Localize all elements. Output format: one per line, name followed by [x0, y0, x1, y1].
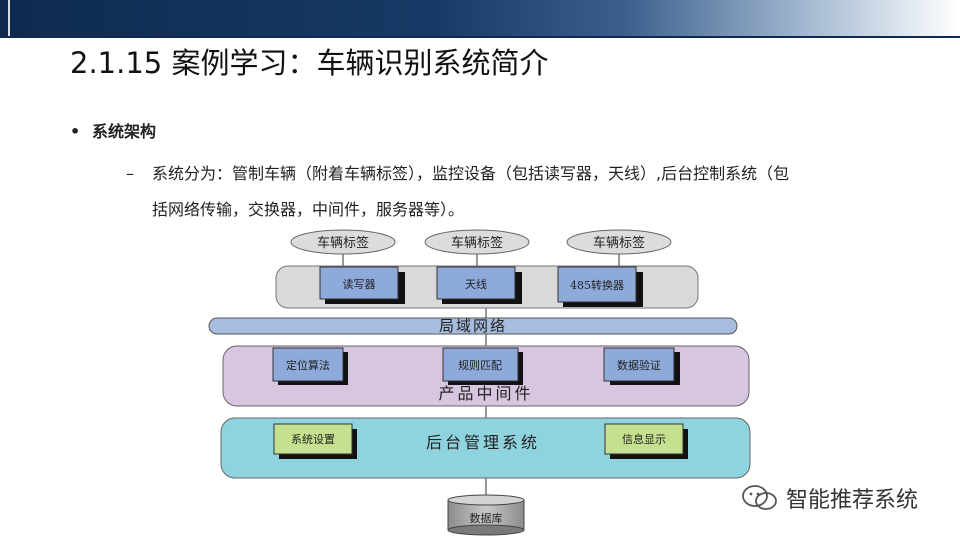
- middleware-boxes: 定位算法 规则匹配 数据验证: [272, 347, 680, 385]
- middleware-label-3: 数据验证: [617, 358, 661, 372]
- vehicle-tag-label-2: 车辆标签: [451, 235, 503, 251]
- backend-label: 后台管理系统: [426, 433, 540, 452]
- wechat-icon: [742, 485, 777, 510]
- vehicle-tag-label-3: 车辆标签: [593, 235, 645, 251]
- middleware-box-3: [603, 347, 675, 382]
- connector-lines: [342, 254, 620, 496]
- device-label-3: 485转换器: [570, 278, 624, 292]
- bullet-dot: •: [70, 122, 81, 141]
- bullet-text: 系统架构: [92, 122, 157, 141]
- backend-label-1: 系统设置: [291, 433, 335, 446]
- middleware-box-2: [442, 347, 519, 382]
- device-label-2: 天线: [465, 277, 487, 291]
- network-label: 局域网络: [439, 317, 507, 335]
- backend-label-2: 信息显示: [622, 432, 666, 446]
- vehicle-tag-label-1: 车辆标签: [317, 235, 369, 251]
- middleware-label-1: 定位算法: [286, 358, 330, 372]
- middleware-label-2: 规则匹配: [458, 358, 502, 372]
- device-box-3: [557, 266, 637, 303]
- bullet-item: • 系统架构: [70, 118, 156, 142]
- header-accent: [8, 0, 10, 36]
- header-divider: [0, 36, 960, 38]
- backend-boxes: 系统设置 信息显示: [273, 423, 688, 459]
- middleware-label: 产品中间件: [438, 384, 533, 403]
- sub-bullet-line-1: 系统分为：管制车辆（附着车辆标签），监控设备（包括读写器，天线）,后台控制系统（…: [152, 164, 790, 183]
- backend-box-1: [273, 423, 353, 455]
- sub-bullet-line-2: 括网络传输，交换器，中间件，服务器等）。: [152, 200, 465, 219]
- slide-title: 2.1.15 案例学习：车辆识别系统简介: [70, 46, 549, 80]
- device-box-1: [319, 266, 399, 300]
- vehicle-tag-2: [424, 229, 530, 255]
- vehicle-tag-1: [290, 229, 396, 255]
- backend-box-2: [604, 423, 684, 455]
- device-boxes: 读写器 天线 485转换器: [319, 266, 643, 307]
- middleware-box-1: [272, 347, 344, 382]
- network-bar: [208, 317, 738, 335]
- vehicle-tag-3: [566, 229, 672, 255]
- database-icon: 数据库: [447, 494, 525, 536]
- sub-bullet: – 系统分为：管制车辆（附着车辆标签），监控设备（包括读写器，天线）,后台控制系…: [126, 156, 886, 228]
- header-banner: [0, 0, 960, 36]
- device-box-2: [436, 266, 516, 300]
- watermark-text: 智能推荐系统: [786, 488, 919, 513]
- database-label: 数据库: [470, 511, 503, 525]
- device-label-1: 读写器: [343, 277, 376, 291]
- sub-bullet-dash: –: [126, 164, 134, 183]
- vehicle-tags: 车辆标签 车辆标签 车辆标签: [290, 229, 672, 255]
